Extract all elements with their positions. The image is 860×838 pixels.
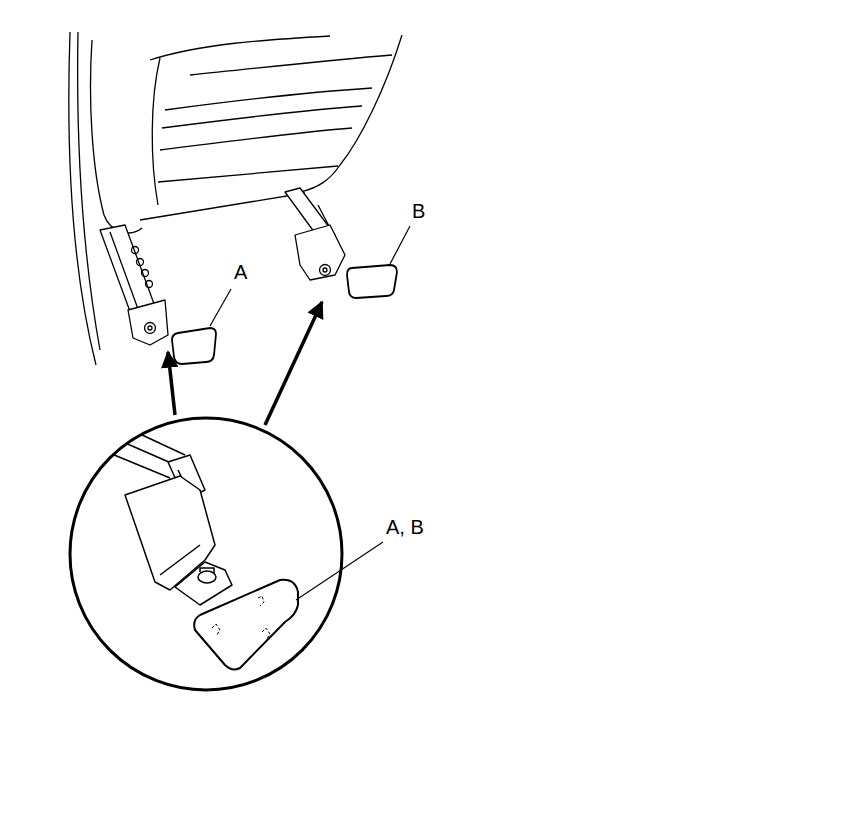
seat-drawing [69,32,402,365]
detail-drawing [90,420,298,669]
part-label: A, B [384,516,426,538]
leader-lines [210,226,410,600]
part-label: B [410,200,427,222]
part-label: A [232,261,249,283]
detail-circle [70,418,342,690]
arrows [168,302,322,425]
